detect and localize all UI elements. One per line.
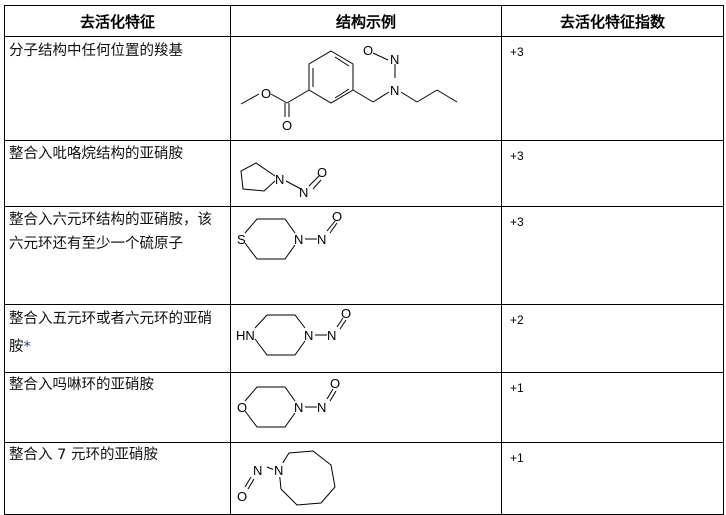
atom-label: O	[237, 400, 247, 415]
index-value: +3	[510, 149, 524, 163]
table-row: 整合入吗啉环的亚硝胺 O N N O +1	[4, 372, 724, 443]
deactivation-feature-table: 去活化特征 结构示例 去活化特征指数 分子结构中任何位置的羧基 O O N N …	[4, 5, 724, 515]
n-nitrosopiperazine-structure-icon: HN N N O	[236, 306, 351, 356]
atom-label: O	[317, 165, 327, 180]
n-nitrosomorpholine-structure-icon: O N N O	[237, 376, 340, 428]
atom-label: N	[317, 400, 326, 415]
n-nitrosopyrrolidine-structure-icon: N N O	[240, 162, 327, 200]
n-nitrosoazepane-structure-icon: N N O	[237, 450, 336, 506]
atom-label: N	[294, 232, 303, 247]
header-feature: 去活化特征	[4, 5, 231, 37]
table-row: 整合入 7 元环的亚硝胺 N N O +1	[4, 442, 724, 515]
methyl-benzoate-nitrosamine-structure-icon: O O N N O	[240, 43, 458, 133]
atom-label: O	[282, 118, 292, 133]
atom-label: N	[327, 328, 336, 343]
atom-label: N	[294, 400, 303, 415]
atom-label: O	[237, 489, 247, 504]
atom-label: N	[390, 52, 399, 67]
table-row: 整合入吡咯烷结构的亚硝胺 N N O +3	[4, 140, 724, 207]
atom-label: N	[275, 172, 284, 187]
index-value: +1	[510, 451, 524, 465]
atom-label: O	[341, 306, 351, 321]
index-value: +1	[510, 381, 524, 395]
atom-label: N	[304, 328, 313, 343]
feature-text: 整合入吗啉环的亚硝胺	[9, 377, 154, 393]
n-nitrosothiomorpholine-structure-icon: S N N O	[237, 209, 342, 260]
atom-label: O	[332, 209, 342, 224]
feature-text: 整合入 7 元环的亚硝胺	[9, 447, 158, 463]
feature-text: 整合入吡咯烷结构的亚硝胺	[9, 146, 183, 162]
atom-label: S	[237, 232, 246, 247]
header-structure: 结构示例	[230, 5, 502, 37]
index-value: +2	[510, 313, 524, 327]
table-row: 整合入五元环或者六元环的亚硝胺* HN N N O +2	[4, 304, 724, 373]
index-value: +3	[510, 45, 524, 59]
feature-text: 整合入五元环或者六元环的亚硝胺*	[5, 305, 230, 361]
atom-label: N	[253, 463, 262, 478]
atom-label: O	[261, 86, 271, 101]
atom-label: N	[317, 232, 326, 247]
feature-text: 整合入六元环结构的亚硝胺，该六元环还有至少一个硫原子	[9, 212, 212, 252]
table-row: 整合入六元环结构的亚硝胺，该六元环还有至少一个硫原子 S N N O +3	[4, 206, 724, 305]
index-value: +3	[510, 215, 524, 229]
atom-label: HN	[236, 328, 255, 343]
atom-label: N	[274, 463, 283, 478]
feature-label: 整合入五元环或者六元环的亚硝胺	[9, 311, 212, 355]
atom-label: N	[299, 185, 308, 200]
header-index: 去活化特征指数	[501, 5, 724, 37]
table-header-row: 去活化特征 结构示例 去活化特征指数	[4, 5, 724, 37]
footnote-mark: *	[23, 339, 31, 355]
table-row: 分子结构中任何位置的羧基 O O N N O +3	[4, 36, 724, 141]
feature-text: 分子结构中任何位置的羧基	[9, 43, 183, 59]
atom-label: N	[390, 83, 399, 98]
atom-label: O	[363, 43, 373, 58]
atom-label: O	[330, 376, 340, 391]
